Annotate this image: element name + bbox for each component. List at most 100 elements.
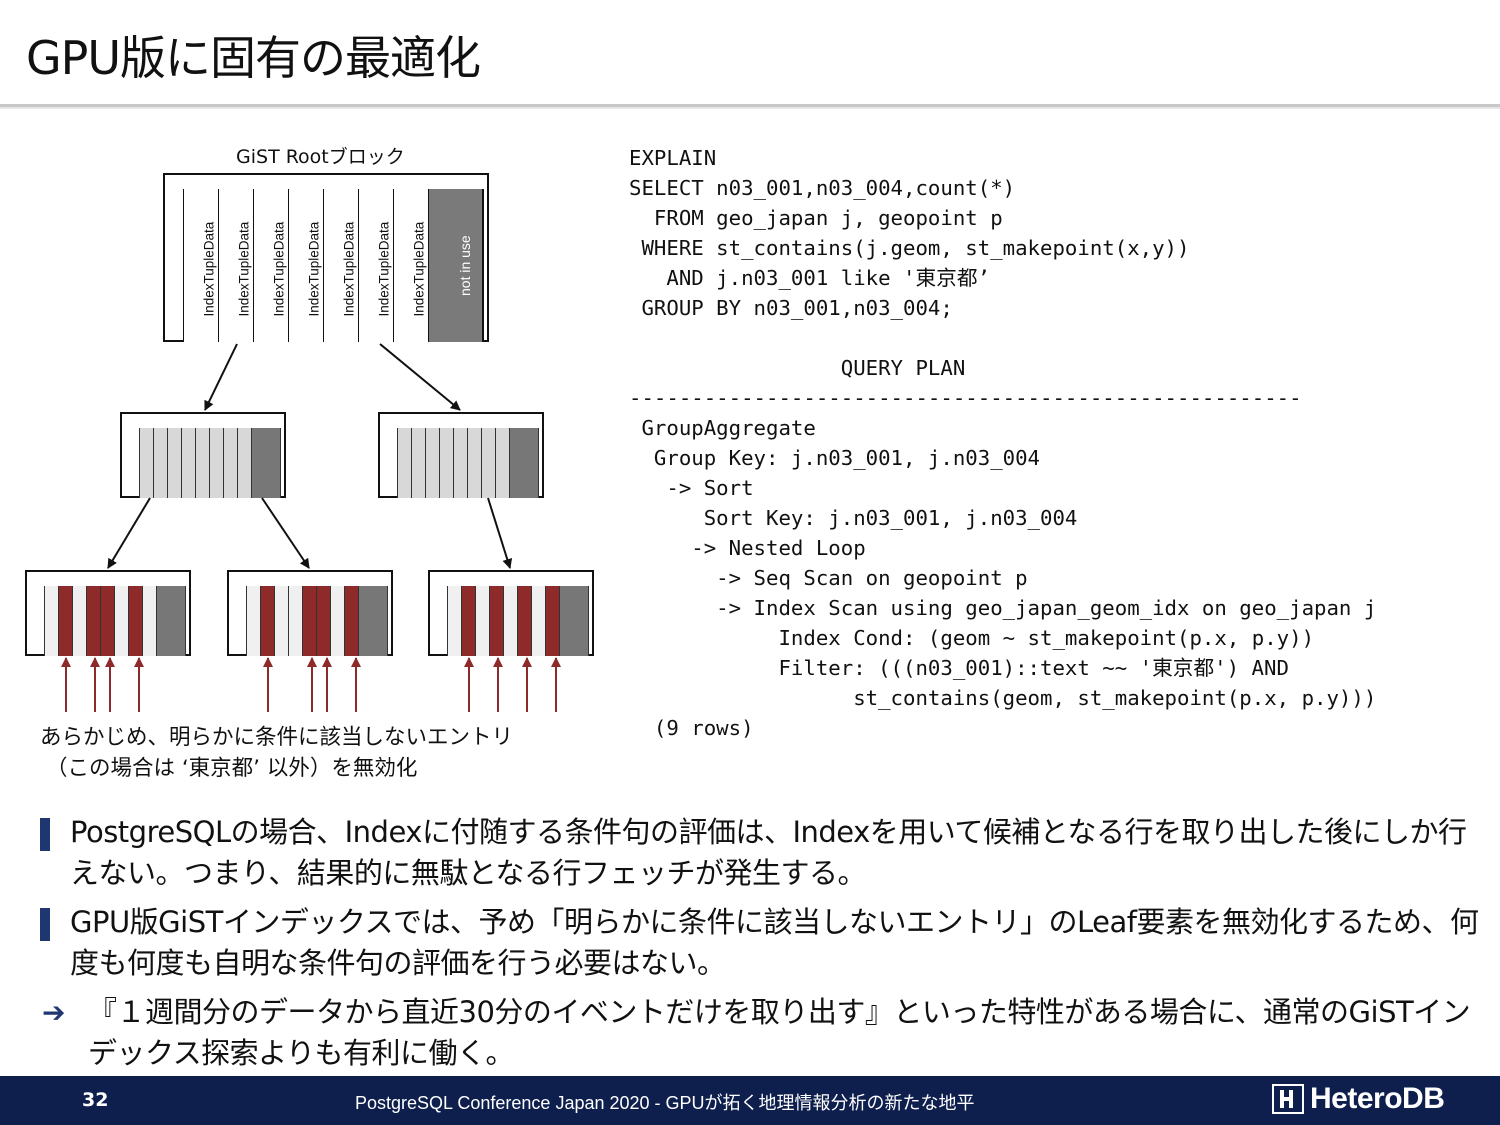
entry bbox=[330, 586, 344, 656]
invalidated-entry bbox=[100, 586, 114, 656]
code-line: EXPLAIN bbox=[629, 146, 717, 170]
invalidated-entry bbox=[517, 586, 531, 656]
bullet-item: PostgreSQLの場合、Indexに付随する条件句の評価は、Indexを用い… bbox=[40, 812, 1480, 894]
code-line: ----------------------------------------… bbox=[629, 386, 1302, 410]
invalidated-entry bbox=[545, 586, 559, 656]
code-line: FROM geo_japan j, geopoint p bbox=[629, 206, 1003, 230]
gist-leaf-node-3 bbox=[428, 570, 594, 656]
gist-leaf-node-1 bbox=[25, 570, 191, 656]
entry bbox=[288, 586, 302, 656]
entry bbox=[153, 428, 167, 498]
entry bbox=[274, 586, 288, 656]
footer-title: PostgreSQL Conference Japan 2020 - GPUが拓… bbox=[355, 1093, 975, 1113]
code-line: -> Sort bbox=[629, 476, 754, 500]
diagram-caption: あらかじめ、明らかに条件に該当しないエントリ （この場合は ‘東京都’ 以外）を… bbox=[40, 722, 513, 784]
tree-arrow bbox=[261, 497, 310, 569]
gist-inner-node-left bbox=[120, 412, 286, 498]
logo-text: HeteroDB bbox=[1310, 1082, 1445, 1115]
bullet-text: PostgreSQLの場合、Indexに付随する条件句の評価は、Indexを用い… bbox=[70, 815, 1467, 890]
tree-arrow bbox=[107, 497, 151, 569]
code-line: WHERE st_contains(j.geom, st_makepoint(x… bbox=[629, 236, 1190, 260]
entry bbox=[209, 428, 223, 498]
invalidated-entry bbox=[128, 586, 142, 656]
bullet-item: GPU版GiSTインデックスでは、予め「明らかに条件に該当しないエントリ」のLe… bbox=[40, 902, 1480, 984]
gist-root-label: GiST Rootブロック bbox=[236, 146, 405, 168]
footer-bar: 32 PostgreSQL Conference Japan 2020 - GP… bbox=[0, 1076, 1500, 1125]
caption-line-2: （この場合は ‘東京都’ 以外）を無効化 bbox=[46, 756, 418, 781]
root-columns: IndexTupleData IndexTupleData IndexTuple… bbox=[183, 189, 484, 342]
gist-leaf-node-2 bbox=[227, 570, 393, 656]
index-tuple-column: IndexTupleData bbox=[253, 189, 288, 342]
index-tuple-column: IndexTupleData bbox=[323, 189, 358, 342]
invalidated-entry bbox=[260, 586, 274, 656]
bullet-text: GPU版GiSTインデックスでは、予め「明らかに条件に該当しないエントリ」のLe… bbox=[70, 905, 1479, 980]
conclusion-item: ➔ 『１週間分のデータから直近30分のイベントだけを取り出す』といった特性がある… bbox=[40, 992, 1480, 1074]
unused-entry bbox=[358, 586, 388, 656]
entry bbox=[114, 586, 128, 656]
entry bbox=[72, 586, 86, 656]
invalidated-entry bbox=[302, 586, 316, 656]
index-tuple-label: IndexTupleData bbox=[201, 221, 217, 317]
leaf-entries bbox=[447, 586, 589, 656]
entry bbox=[237, 428, 251, 498]
index-tuple-label: IndexTupleData bbox=[271, 221, 287, 317]
bullet-marker-icon bbox=[40, 908, 50, 941]
conclusion-text: 『１週間分のデータから直近30分のイベントだけを取り出す』といった特性がある場合… bbox=[88, 995, 1471, 1070]
gist-inner-node-right bbox=[378, 412, 544, 498]
index-tuple-column: IndexTupleData bbox=[358, 189, 393, 342]
invalidated-entry bbox=[86, 586, 100, 656]
entry bbox=[142, 586, 156, 656]
index-tuple-column: IndexTupleData bbox=[393, 189, 428, 342]
tree-arrow bbox=[204, 343, 238, 411]
node-entries bbox=[397, 428, 539, 498]
entry bbox=[475, 586, 489, 656]
invalidated-entry bbox=[58, 586, 72, 656]
index-tuple-label: IndexTupleData bbox=[306, 221, 322, 317]
invalidated-entry bbox=[461, 586, 475, 656]
heterodb-logo: HeteroDB bbox=[1272, 1082, 1445, 1116]
unused-entry bbox=[156, 586, 186, 656]
entry bbox=[139, 428, 153, 498]
code-line: QUERY PLAN bbox=[629, 356, 966, 380]
node-entries bbox=[139, 428, 281, 498]
code-line: Filter: (((n03_001)::text ~~ '東京都') AND bbox=[629, 656, 1289, 680]
bullet-list: PostgreSQLの場合、Indexに付随する条件句の評価は、Indexを用い… bbox=[40, 812, 1480, 1074]
title-divider bbox=[0, 104, 1500, 107]
entry bbox=[495, 428, 509, 498]
not-in-use-column: not in use bbox=[428, 189, 484, 342]
entry bbox=[467, 428, 481, 498]
entry bbox=[246, 586, 260, 656]
code-line: SELECT n03_001,n03_004,count(*) bbox=[629, 176, 1016, 200]
index-tuple-column: IndexTupleData bbox=[183, 189, 218, 342]
bullet-marker-icon bbox=[40, 818, 50, 851]
index-tuple-column: IndexTupleData bbox=[218, 189, 253, 342]
code-line: GroupAggregate bbox=[629, 416, 816, 440]
index-tuple-label: IndexTupleData bbox=[236, 221, 252, 317]
entry bbox=[223, 428, 237, 498]
code-line: (9 rows) bbox=[629, 716, 754, 740]
unused-entry bbox=[509, 428, 539, 498]
entry bbox=[439, 428, 453, 498]
explain-code-block: EXPLAIN SELECT n03_001,n03_004,count(*) … bbox=[629, 143, 1376, 743]
leaf-entries bbox=[44, 586, 186, 656]
code-line: Index Cond: (geom ~ st_makepoint(p.x, p.… bbox=[629, 626, 1315, 650]
right-arrow-icon: ➔ bbox=[42, 996, 65, 1029]
entry bbox=[181, 428, 195, 498]
entry bbox=[453, 428, 467, 498]
entry bbox=[503, 586, 517, 656]
entry bbox=[167, 428, 181, 498]
entry bbox=[425, 428, 439, 498]
unused-entry bbox=[251, 428, 281, 498]
not-in-use-label: not in use bbox=[456, 235, 473, 296]
leaf-entries bbox=[246, 586, 388, 656]
code-line: Sort Key: j.n03_001, j.n03_004 bbox=[629, 506, 1078, 530]
caption-line-1: あらかじめ、明らかに条件に該当しないエントリ bbox=[40, 725, 514, 750]
logo-mark-icon bbox=[1272, 1084, 1304, 1114]
code-line: -> Nested Loop bbox=[629, 536, 866, 560]
code-line: GROUP BY n03_001,n03_004; bbox=[629, 296, 953, 320]
entry bbox=[44, 586, 58, 656]
entry bbox=[195, 428, 209, 498]
code-line: -> Index Scan using geo_japan_geom_idx o… bbox=[629, 596, 1377, 620]
entry bbox=[447, 586, 461, 656]
invalidated-entry bbox=[489, 586, 503, 656]
